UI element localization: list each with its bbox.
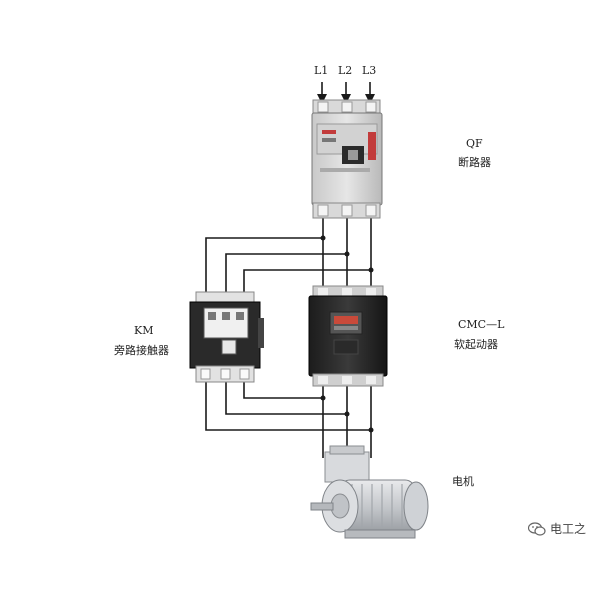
contactor-code-label: KM — [134, 324, 154, 337]
breaker-code-label: QF — [466, 137, 483, 150]
phase-label-l2: L2 — [338, 64, 353, 77]
watermark-text: 电工之 — [550, 522, 587, 536]
breaker-name-label: 断路器 — [458, 156, 491, 169]
supply-arrows — [317, 94, 375, 104]
wires — [205, 82, 372, 458]
wechat-icon — [528, 521, 546, 536]
motor-device — [310, 445, 429, 539]
junction-dots — [320, 235, 374, 433]
breaker-device — [311, 99, 383, 219]
soft-starter-code-label: CMC—L — [458, 318, 505, 331]
soft-starter-name-label: 软起动器 — [454, 338, 498, 351]
phase-label-l3: L3 — [362, 64, 377, 77]
motor-label: 电机 — [452, 475, 474, 488]
contactor-name-label: 旁路接触器 — [114, 344, 169, 357]
phase-label-l1: L1 — [314, 64, 329, 77]
watermark: 电工之 — [528, 520, 586, 537]
contactor-device — [189, 291, 264, 383]
soft-starter-device — [308, 285, 388, 387]
